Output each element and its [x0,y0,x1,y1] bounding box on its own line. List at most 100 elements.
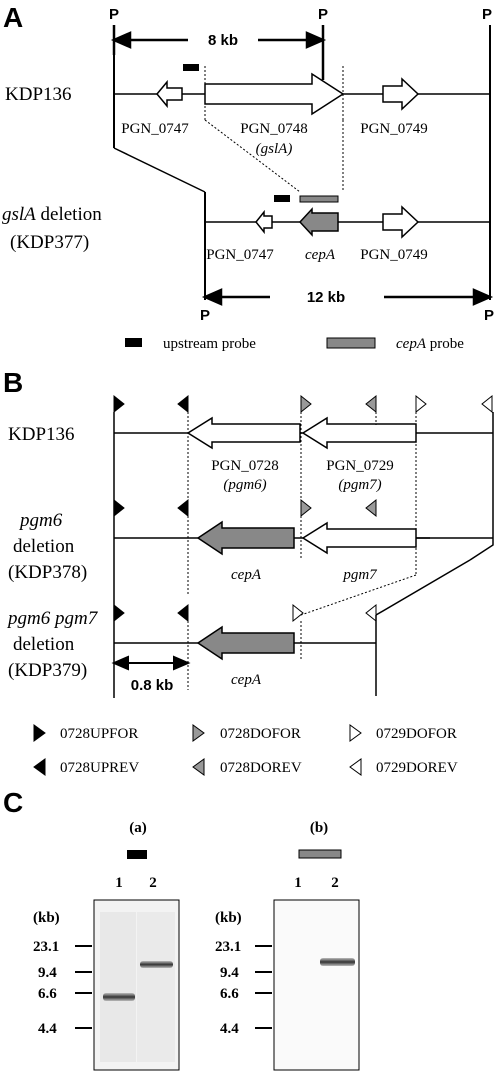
cepa-arrow-a [298,207,339,237]
cepa-arrow-b1 [196,520,295,556]
primer-0728uprev-marker-3 [177,603,189,623]
gene-label-0749: PGN_0749 [360,121,428,137]
connector-b-right [375,559,471,616]
gene-label-0747: PGN_0747 [121,121,189,137]
blot-a-marker-4: 4.4 [38,1021,57,1037]
blot-b-lane-1: 1 [294,875,302,891]
map-b2-right-connector [469,512,494,561]
panel-a-label: A [3,2,23,33]
strain-kdp136-a: KDP136 [5,84,72,105]
blot-a-lane-2: 2 [149,875,157,891]
strain-pgm6pgm7-deletion-word: deletion [13,634,75,655]
strain-gsla-deletion-label: gslA deletion [2,204,102,225]
legend-0729dofor-icon [349,724,362,742]
primer-0728upfor-marker-2 [113,498,125,518]
blot-b-marker-9: 9.4 [220,965,239,981]
blot-a-band-lane2 [140,961,173,968]
primer-0729dorev-marker [481,394,493,414]
gene-label-0728: PGN_0728 [211,458,279,474]
legend-0728dorev-icon [192,758,205,776]
site-p-bottom-left: P [200,307,210,324]
primer-0728uprev-marker [177,394,189,414]
legend-0728upfor-icon [33,724,46,742]
legend-cepa-probe-label: cepA probe [396,336,464,352]
blot-b-unit: (kb) [215,910,242,926]
gene-label-0748: PGN_0748 [240,121,308,137]
blot-a-marker-23: 23.1 [33,939,59,955]
blot-a-band-lane1 [103,993,135,1001]
legend-0728dorev: 0728DOREV [220,760,302,776]
gene-label-pgm7: pgm7 [342,567,378,583]
site-p-top-right: P [482,6,492,23]
gene-label-0747-del: PGN_0747 [206,247,274,263]
scale-0-8kb-label: 0.8 kb [131,677,174,694]
legend-0728dofor: 0728DOFOR [220,726,301,742]
dim-8kb-label: 8 kb [208,32,238,49]
blot-a-lane1-smear [100,912,136,1062]
strain-pgm6pgm7-label: pgm6 pgm7 [6,608,99,629]
upstream-probe-mark-1 [183,64,199,71]
primer-0728uprev-marker-2 [177,498,189,518]
legend-0729dorev-icon [349,758,362,776]
dimension-8kb [110,25,327,80]
strain-pgm6-label: pgm6 [18,510,63,531]
gene-0747-arrow-2 [255,209,273,235]
primer-0729dofor-marker-3 [292,603,304,623]
cepa-probe-mark [299,195,339,203]
blot-a-marker-6: 6.6 [38,986,57,1002]
connector-left [113,147,206,193]
blot-b-marker-4: 4.4 [220,1021,239,1037]
site-p-top-left: P [109,6,119,23]
legend-0729dorev: 0729DOREV [376,760,458,776]
strain-kdp379: (KDP379) [8,660,87,681]
primer-0729dorev-marker-3 [365,603,377,623]
blot-b-label: (b) [310,820,328,836]
legend-0728dofor-icon [192,724,205,742]
connector-b-deletion [300,574,417,616]
strain-kdp377: (KDP377) [10,232,89,253]
blot-b-band-lane2 [320,958,355,966]
site-p-bottom-right: P [484,307,494,324]
upstream-probe-mark-2 [274,195,290,202]
primer-0728upfor-marker [113,394,125,414]
blot-a-marker-9: 9.4 [38,965,57,981]
strain-kdp136-b: KDP136 [8,424,75,445]
blot-b-marker-6: 6.6 [220,986,239,1002]
gene-pgm7-arrow [301,521,417,555]
legend-upstream-probe-swatch [125,338,142,347]
primer-0728upfor-marker-3 [113,603,125,623]
gene-label-cepa-a: cepA [305,247,336,263]
gene-0749-arrow-2 [382,205,420,239]
panel-b-label: B [3,367,23,398]
blot-b-marker-23: 23.1 [215,939,241,955]
blot-a-label: (a) [129,820,147,836]
legend-cepa-probe-swatch [326,337,376,349]
gene-label-0749-del: PGN_0749 [360,247,428,263]
blot-b-membrane [273,899,360,1071]
blot-a-unit: (kb) [33,910,60,926]
strain-kdp378: (KDP378) [8,562,87,583]
scale-0-8kb [111,655,191,671]
blot-a-probe-swatch [127,850,147,859]
gene-label-cepa-b1: cepA [231,567,262,583]
dim-12kb-label: 12 kb [307,289,345,306]
gene-0748-arrow [204,72,345,116]
gene-alias-pgm6: (pgm6) [223,477,266,493]
legend-0728upfor: 0728UPFOR [60,726,138,742]
gene-0728-arrow [186,416,301,450]
blot-a-lane2-smear [137,912,175,1062]
primer-0728dorev-marker [365,394,377,414]
gene-0729-arrow [301,416,417,450]
gene-label-cepa-b2: cepA [231,672,262,688]
primer-0728dofor-marker-2 [300,498,312,518]
primer-0728dofor-marker [300,394,312,414]
gene-alias-gsla: (gslA) [256,141,293,157]
primer-0728dorev-marker-2 [365,498,377,518]
blot-a-lane-1: 1 [115,875,123,891]
strain-pgm6-deletion-word: deletion [13,536,75,557]
blot-b-probe-swatch [298,849,342,859]
gene-alias-pgm7: (pgm7) [338,477,381,493]
legend-0729dofor: 0729DOFOR [376,726,457,742]
panel-c-label: C [3,787,23,818]
